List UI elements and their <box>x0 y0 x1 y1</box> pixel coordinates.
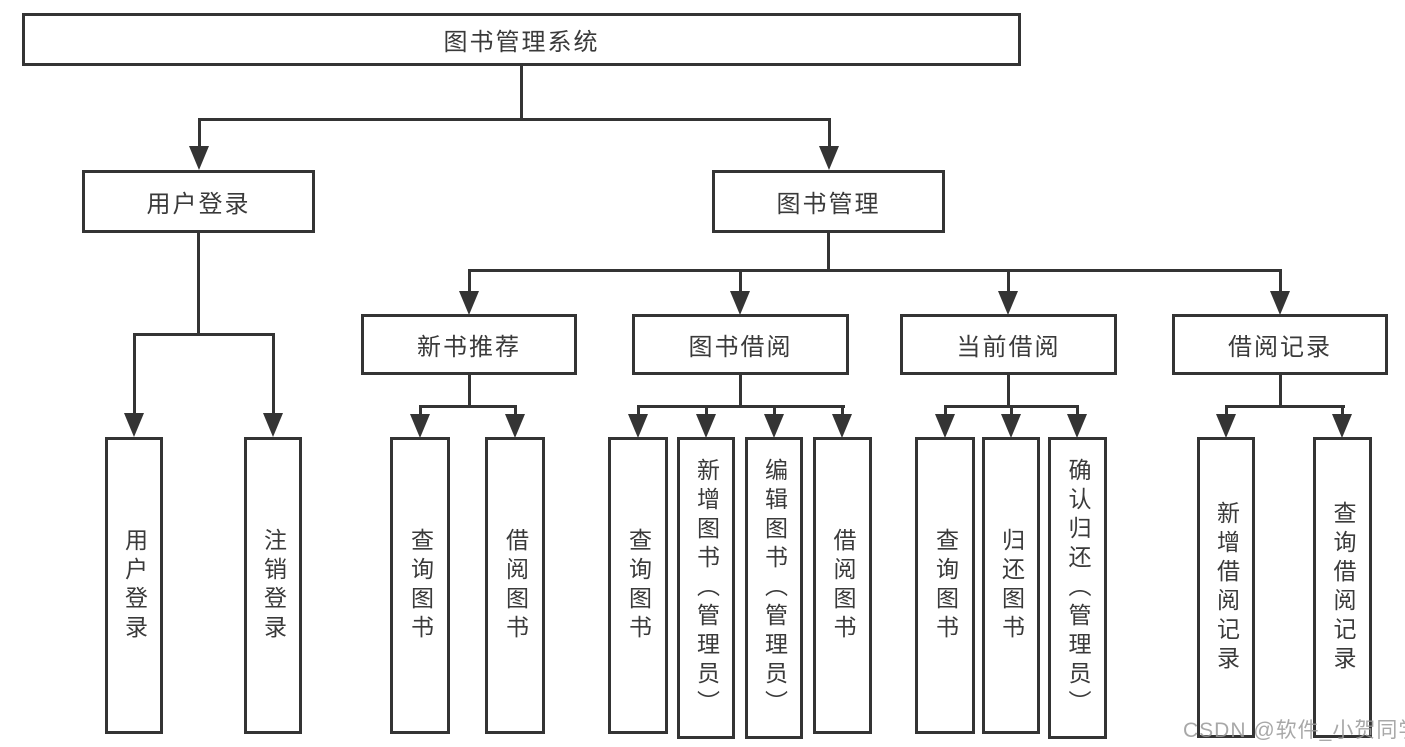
node-label: 借阅图书 <box>502 527 529 644</box>
node-label: 图书管理 <box>776 191 881 218</box>
leaf-borrow-books-borrowing: 借阅图书 <box>813 437 872 734</box>
node-label: 确认归还（管理员） <box>1065 457 1091 719</box>
node-label: 新书推荐 <box>417 334 521 361</box>
leaf-borrow-books-recommend: 借阅图书 <box>485 437 545 734</box>
arrow-down-icon <box>189 146 209 170</box>
arrow-down-icon <box>1270 291 1290 315</box>
connector-line <box>198 118 201 148</box>
connector-line <box>1076 405 1079 417</box>
node-label: 归还图书 <box>998 527 1025 644</box>
connector-line <box>1225 405 1228 417</box>
connector-line <box>133 333 136 415</box>
arrow-down-icon <box>1001 414 1021 438</box>
leaf-add-borrow-record: 新增借阅记录 <box>1197 437 1255 738</box>
arrow-down-icon <box>832 414 852 438</box>
connector-line <box>514 405 517 417</box>
arrow-down-icon <box>1332 414 1352 438</box>
connector-line <box>739 375 742 408</box>
connector-line <box>468 269 1282 272</box>
node-label: 查询图书 <box>932 527 959 644</box>
leaf-add-books-admin: 新增图书（管理员） <box>677 437 735 739</box>
leaf-confirm-return-admin: 确认归还（管理员） <box>1048 437 1107 739</box>
connector-line <box>944 405 947 417</box>
connector-line <box>828 118 831 148</box>
arrow-down-icon <box>819 146 839 170</box>
arrow-down-icon <box>263 413 283 437</box>
node-book-borrowing: 图书借阅 <box>632 314 849 375</box>
node-new-book-recommend: 新书推荐 <box>361 314 577 375</box>
arrow-down-icon <box>1067 414 1087 438</box>
node-label: 当前借阅 <box>956 334 1061 361</box>
connector-line <box>637 405 845 408</box>
connector-line <box>1341 405 1344 417</box>
arrow-down-icon <box>935 414 955 438</box>
node-label: 用户登录 <box>121 527 148 644</box>
connector-line <box>520 66 523 120</box>
connector-line <box>272 333 275 415</box>
connector-line <box>705 405 708 417</box>
leaf-query-books-recommend: 查询图书 <box>390 437 450 734</box>
node-label: 编辑图书（管理员） <box>761 457 788 719</box>
arrow-down-icon <box>124 413 144 437</box>
node-label: 注销登录 <box>260 527 287 644</box>
connector-line <box>1010 405 1013 417</box>
connector-line <box>197 233 200 335</box>
node-label: 查询图书 <box>625 527 652 644</box>
connector-line <box>637 405 640 417</box>
leaf-logout: 注销登录 <box>244 437 302 734</box>
node-label: 图书借阅 <box>688 334 793 361</box>
node-label: 查询借阅记录 <box>1330 500 1356 675</box>
leaf-edit-books-admin: 编辑图书（管理员） <box>745 437 803 739</box>
leaf-query-borrow-record: 查询借阅记录 <box>1313 437 1372 738</box>
node-label: 借阅记录 <box>1228 334 1332 361</box>
arrow-down-icon <box>1216 414 1236 438</box>
leaf-return-books: 归还图书 <box>982 437 1040 734</box>
leaf-query-books-borrowing: 查询图书 <box>608 437 668 734</box>
node-user-login: 用户登录 <box>82 170 315 233</box>
connector-line <box>773 405 776 417</box>
connector-line <box>198 118 831 121</box>
connector-line <box>1279 269 1282 293</box>
connector-line <box>419 405 422 417</box>
node-current-borrowing: 当前借阅 <box>900 314 1117 375</box>
connector-line <box>468 375 471 408</box>
arrow-down-icon <box>764 414 784 438</box>
leaf-query-books-current: 查询图书 <box>915 437 975 734</box>
node-label: 借阅图书 <box>830 527 856 644</box>
arrow-down-icon <box>696 414 716 438</box>
connector-line <box>841 405 844 417</box>
arrow-down-icon <box>459 291 479 315</box>
arrow-down-icon <box>628 414 648 438</box>
arrow-down-icon <box>730 291 750 315</box>
node-library-management-system: 图书管理系统 <box>22 13 1021 66</box>
connector-line <box>1279 375 1282 408</box>
connector-line <box>827 233 830 272</box>
arrow-down-icon <box>505 414 525 438</box>
node-book-management: 图书管理 <box>712 170 945 233</box>
node-label: 用户登录 <box>146 191 251 218</box>
connector-line <box>468 269 471 293</box>
node-borrowing-records: 借阅记录 <box>1172 314 1388 375</box>
arrow-down-icon <box>410 414 430 438</box>
connector-line <box>1225 405 1345 408</box>
connector-line <box>1007 269 1010 293</box>
arrow-down-icon <box>998 291 1018 315</box>
connector-line <box>1007 375 1010 408</box>
node-label: 图书管理系统 <box>443 29 600 56</box>
node-label: 新增图书（管理员） <box>693 457 720 719</box>
node-label: 新增借阅记录 <box>1213 500 1240 675</box>
node-label: 查询图书 <box>407 527 434 644</box>
connector-line <box>133 333 275 336</box>
connector-line <box>419 405 517 408</box>
watermark: CSDN @软件_小贺同学 <box>1183 719 1405 742</box>
leaf-user-login: 用户登录 <box>105 437 163 734</box>
connector-line <box>739 269 742 293</box>
